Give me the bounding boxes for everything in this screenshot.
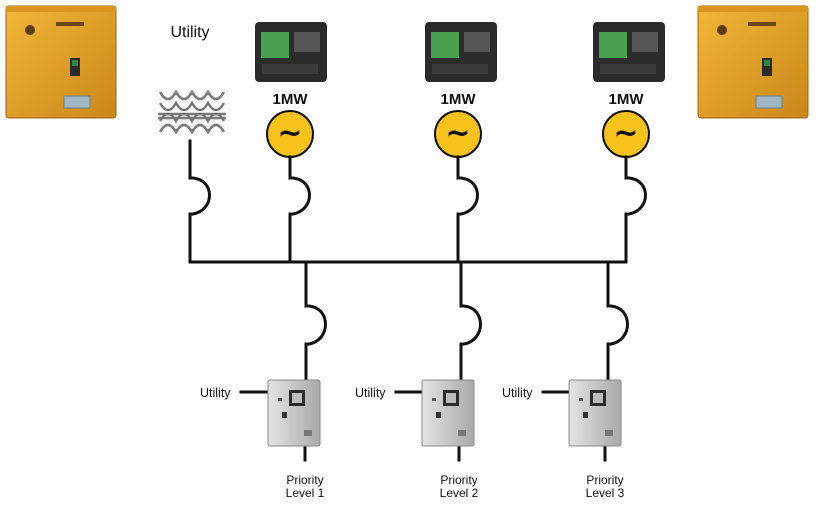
priority-label-line2: Level 1 xyxy=(285,486,325,500)
generator-symbol-text: ~ xyxy=(445,116,470,151)
left-paralleling-switchgear-cabinet-icon xyxy=(5,5,117,119)
priority-level-label: Priority Level 1 xyxy=(270,474,340,500)
generator-symbol-text: ~ xyxy=(613,116,638,151)
ats-utility-source-label: Utility xyxy=(200,386,231,400)
generator-feeder-line xyxy=(288,155,311,264)
generator-rating-label: 1MW xyxy=(608,91,644,108)
generator-symbol-icon: ~ xyxy=(266,110,314,158)
generator-rating-label: 1MW xyxy=(272,91,308,108)
right-paralleling-switchgear-cabinet-icon xyxy=(697,5,809,119)
generator-rating-label: 1MW xyxy=(440,91,476,108)
ats-utility-source-label: Utility xyxy=(502,386,533,400)
priority-label-line1: Priority xyxy=(586,473,624,487)
generator-symbol-icon: ~ xyxy=(602,110,650,158)
generator-symbol-icon: ~ xyxy=(434,110,482,158)
generator-controller-icon xyxy=(255,22,327,82)
priority-label-line2: Level 2 xyxy=(439,486,479,500)
generator-symbol-text: ~ xyxy=(277,116,302,151)
priority-label-line1: Priority xyxy=(440,473,478,487)
load-feeder-line xyxy=(606,260,629,380)
priority-label-line1: Priority xyxy=(286,473,324,487)
priority-level-label: Priority Level 2 xyxy=(424,474,494,500)
generator-feeder-line xyxy=(606,155,647,264)
transfer-switch-cabinet-icon xyxy=(267,379,321,447)
generator-feeder-line xyxy=(456,155,479,264)
priority-label-line2: Level 3 xyxy=(585,486,625,500)
load-feeder-line xyxy=(304,260,327,380)
priority-level-label: Priority Level 3 xyxy=(570,474,640,500)
transfer-switch-cabinet-icon xyxy=(421,379,475,447)
ats-utility-source-label: Utility xyxy=(355,386,386,400)
generator-controller-icon xyxy=(425,22,497,82)
utility-feeder-line xyxy=(188,139,211,264)
transfer-switch-cabinet-icon xyxy=(568,379,622,447)
generator-controller-icon xyxy=(593,22,665,82)
utility-transformer-label: Utility xyxy=(170,24,210,41)
utility-transformer-icon xyxy=(158,89,226,135)
load-feeder-line xyxy=(459,260,482,380)
